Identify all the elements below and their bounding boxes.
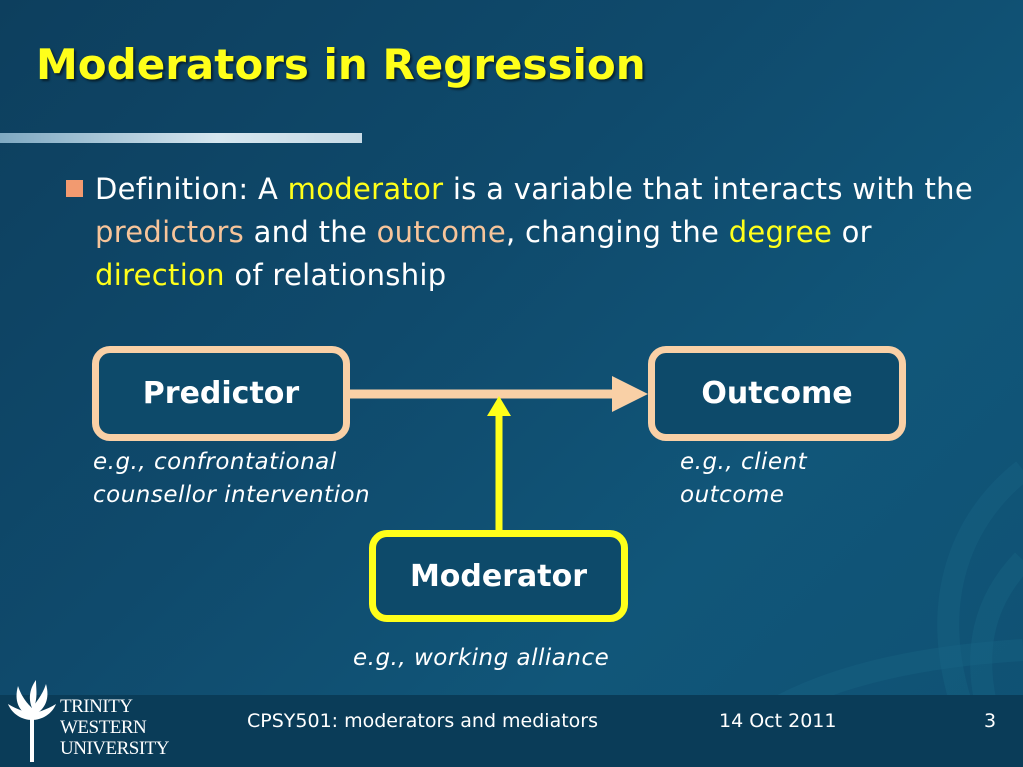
outcome-example-line2: outcome: [680, 482, 785, 508]
predictor-example: e.g., confrontational counsellor interve…: [93, 446, 433, 512]
definition-prefix: Definition: A: [95, 172, 288, 206]
moderator-example: e.g., working alliance: [353, 645, 610, 671]
definition-mid3: , changing the: [505, 215, 729, 249]
footer-bar: [0, 695, 1023, 767]
university-logo: TRINITY WESTERN UNIVERSITY: [8, 680, 170, 762]
definition-text: Definition: A moderator is a variable th…: [95, 168, 975, 297]
definition-suffix: of relationship: [224, 258, 447, 292]
moderator-label: Moderator: [409, 558, 588, 594]
bullet-square-icon: [66, 180, 83, 197]
term-predictors: predictors: [95, 215, 245, 249]
term-degree: degree: [728, 215, 833, 249]
footer-date: 14 Oct 2011: [719, 710, 837, 732]
term-direction: direction: [95, 258, 225, 292]
term-outcome: outcome: [376, 215, 506, 249]
logo-line2: WESTERN: [60, 717, 147, 738]
predictor-box: Predictor: [92, 346, 350, 441]
moderator-arrowhead: [487, 396, 511, 416]
predictor-label: Predictor: [142, 376, 300, 411]
footer-page-number: 3: [984, 710, 997, 732]
definition-mid2: and the: [244, 215, 377, 249]
moderator-box: Moderator: [369, 530, 628, 622]
predictor-example-line2: counsellor intervention: [93, 482, 371, 508]
title-underline: [0, 133, 362, 143]
outcome-box: Outcome: [648, 346, 906, 441]
slide-title: Moderators in Regression: [36, 40, 646, 89]
outcome-example: e.g., client outcome: [680, 446, 880, 512]
outcome-example-line1: e.g., client: [680, 449, 808, 475]
logo-line1: TRINITY: [60, 696, 133, 717]
predictor-example-line1: e.g., confrontational: [93, 449, 337, 475]
outcome-label: Outcome: [701, 376, 853, 411]
predictor-outcome-arrowhead: [612, 376, 648, 412]
flame-emblem-icon: [8, 680, 56, 762]
term-moderator: moderator: [287, 172, 444, 206]
definition-mid1: is a variable that interacts with the: [443, 172, 973, 206]
footer-course: CPSY501: moderators and mediators: [247, 710, 599, 732]
logo-line3: UNIVERSITY: [60, 738, 170, 759]
definition-mid4: or: [832, 215, 872, 249]
